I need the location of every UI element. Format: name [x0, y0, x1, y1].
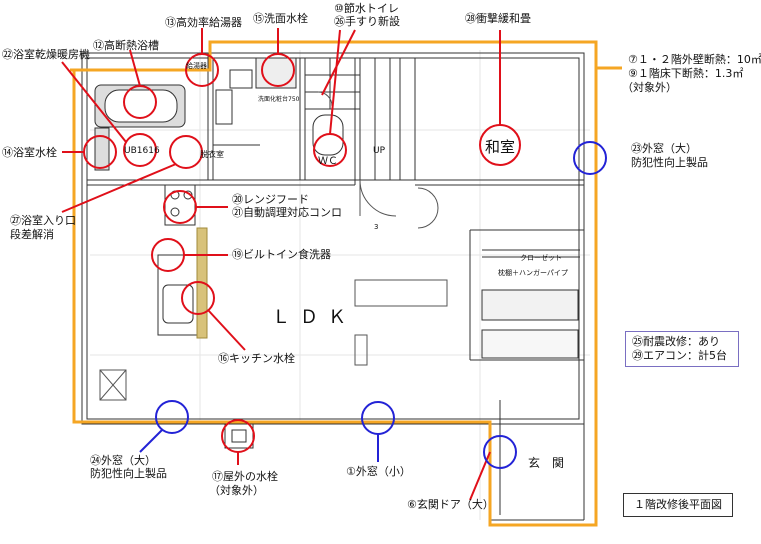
blue-markers [139, 141, 607, 469]
furniture [99, 279, 448, 449]
room-wc: ＷＣ [318, 156, 338, 167]
room-washitsu: 和室 [485, 138, 516, 156]
label-dishwasher: ⑲ビルトイン食洗器 [232, 248, 331, 261]
label-kitchen-faucet: ⑯キッチン水栓 [218, 352, 295, 365]
label-washbasin-faucet: ⑮洗面水栓 [253, 12, 308, 25]
label-bath-entrance: ㉗浴室入り口 [10, 214, 76, 227]
marker-16-kitchen-faucet [181, 281, 215, 315]
label-outdoor-faucet: ⑰屋外の水栓 [212, 470, 278, 483]
note-seismic: ㉕耐震改修：あり [632, 335, 720, 348]
label-wall-insulation: ⑦１・２階外壁断熱：10㎡ [628, 53, 761, 66]
label-range-hood: ⑳レンジフード [232, 193, 309, 206]
label-entrance-door: ⑥玄関ドア（大） [407, 498, 494, 511]
drawing-title: １階改修後平面図 [623, 493, 733, 517]
marker-24-window [155, 400, 189, 434]
marker-27-bath-entrance [169, 135, 203, 169]
notes-box: ㉕耐震改修：あり ㉙エアコン：計5台 [625, 331, 739, 367]
label-floor-insulation: ⑨１階床下断熱：1.3㎡ [628, 67, 744, 80]
label-closet: クローゼット [520, 254, 562, 262]
doors [317, 91, 439, 229]
label-stair-number: 3 [374, 223, 379, 231]
label-window-23: ㉓外窓（大） [631, 142, 697, 155]
insulation-outline [70, 40, 622, 527]
marker-1-small-window [361, 401, 395, 435]
stairs-up: UP [373, 146, 386, 156]
label-outdoor-faucet-note: （対象外） [209, 484, 264, 497]
label-heater-unit: 給湯器 [186, 62, 207, 70]
label-tatami: ㉘衝撃緩和畳 [465, 12, 531, 25]
label-water-heater: ⑬高効率給湯器 [165, 16, 242, 29]
closet [481, 249, 580, 359]
marker-6-entrance-door [483, 435, 517, 469]
marker-23-window [573, 141, 607, 175]
red-markers [61, 28, 521, 501]
label-auto-stove: ㉑自動調理対応コンロ [232, 206, 342, 219]
room-unit-bath: UB1616 [124, 146, 160, 156]
label-bathtub: ⑫高断熱浴槽 [93, 39, 159, 52]
label-handrail: ㉖手すり新設 [334, 15, 400, 28]
label-window-24-note: 防犯性向上製品 [90, 467, 167, 480]
label-bath-entrance-note: 段差解消 [10, 228, 54, 241]
label-bath-dryer: ㉒浴室乾燥暖房機 [2, 48, 90, 61]
room-ldk: ＬＤＫ [272, 307, 356, 328]
label-small-window: ①外窓（小） [346, 465, 411, 478]
label-toilet: ⑩節水トイレ [334, 2, 399, 15]
label-closet-shelf: 枕棚＋ハンガーパイプ [498, 269, 568, 277]
label-floor-insulation-note: （対象外） [622, 81, 677, 94]
label-window-24: ㉔外窓（大） [90, 454, 156, 467]
marker-22-bath-dryer [123, 133, 157, 167]
note-aircon: ㉙エアコン：計5台 [632, 349, 727, 362]
label-vanity: 洗面化粧台750 [258, 96, 300, 103]
label-bath-faucet: ⑭浴室水栓 [2, 146, 57, 159]
label-window-23-note: 防犯性向上製品 [631, 156, 708, 169]
room-genkan: 玄 関 [528, 456, 565, 470]
bathroom-fixtures [94, 57, 344, 171]
room-dressing: 脱衣室 [200, 150, 224, 159]
